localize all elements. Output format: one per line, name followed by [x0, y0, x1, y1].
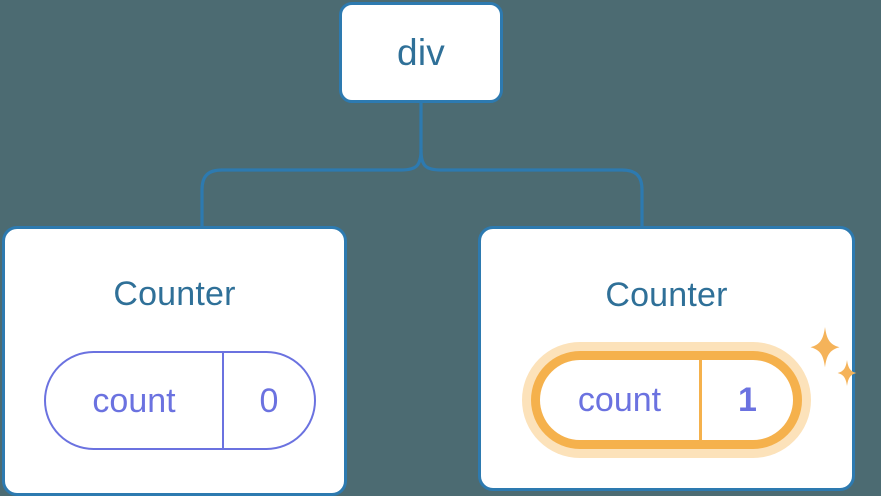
node-counter-right[interactable]: Counter count 1: [478, 226, 857, 491]
node-counter-left[interactable]: Counter count 0: [2, 226, 347, 496]
state-pill-value-right: 1: [699, 360, 793, 440]
sparkle-star-small-icon: [837, 360, 857, 386]
sparkle-star-large-icon: [810, 327, 840, 368]
state-pill-count-left[interactable]: count 0: [44, 351, 316, 450]
state-pill-key-right: count: [577, 381, 662, 419]
node-counter-right-title: Counter: [605, 276, 728, 314]
node-div[interactable]: div: [339, 2, 503, 103]
state-pill-value-left: 0: [222, 353, 314, 448]
edge-root-to-counter-right: [419, 148, 644, 229]
node-counter-left-title: Counter: [113, 275, 236, 313]
node-div-label: div: [397, 32, 445, 73]
edge-root-to-counter-left: [200, 148, 423, 229]
state-pill-key-left: count: [92, 381, 176, 420]
state-pill-count-right[interactable]: count 1: [522, 342, 811, 458]
sparkle-group: [810, 327, 857, 386]
